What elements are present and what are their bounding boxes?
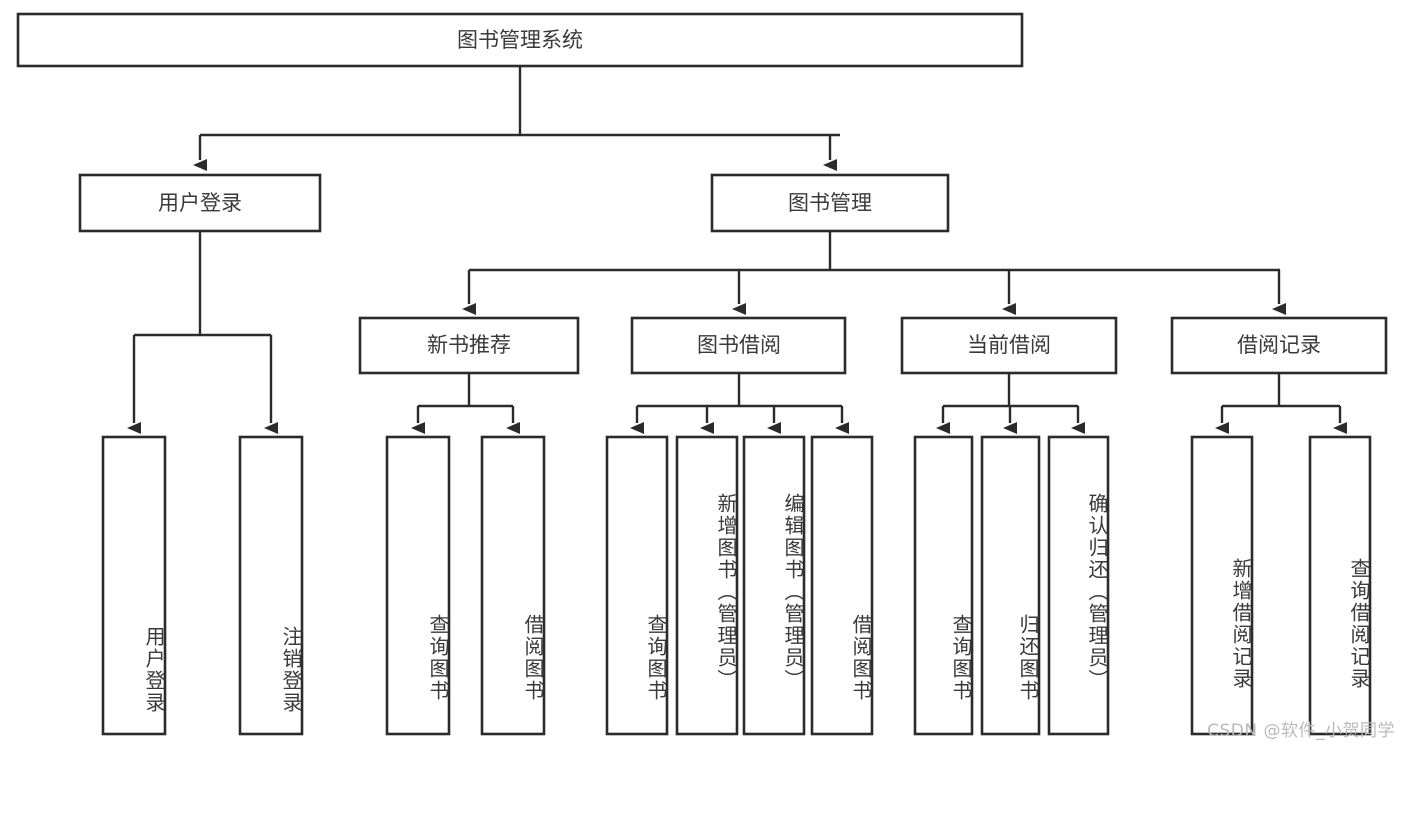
node-current-borrow-label: 当前借阅 [967,333,1051,357]
node-new-book-recommend[interactable]: 新书推荐 [358,316,580,375]
connector-group-new-book-recommend [411,373,520,434]
connector-group-book-borrow [630,373,849,434]
leaf-box-query-book-3[interactable] [913,435,974,736]
node-user-login[interactable]: 用户登录 [78,173,322,233]
leaf-box-query-book-2[interactable] [605,435,669,736]
connector-group-borrow-record [1215,373,1347,434]
connector-group-current-borrow [936,373,1085,434]
node-borrow-record[interactable]: 借阅记录 [1170,316,1388,375]
leaf-box-edit-book[interactable] [742,435,806,736]
node-new-book-recommend-label: 新书推荐 [427,333,511,357]
leaf-box-borrow-book-1[interactable] [480,435,546,736]
flowchart-svg: 图书管理系统 用户登录 图书管理 新书推荐 图书借阅 当前借阅 借阅记录 [16,12,1388,736]
leaf-box-add-record[interactable] [1190,435,1254,736]
node-book-borrow[interactable]: 图书借阅 [630,316,847,375]
leaf-box-confirm-return[interactable] [1047,435,1110,736]
leaf-box-borrow-book-2[interactable] [810,435,874,736]
node-book-manage[interactable]: 图书管理 [710,173,950,233]
node-current-borrow[interactable]: 当前借阅 [900,316,1118,375]
leaf-box-user-login[interactable] [101,435,167,736]
connector-group-user-login [127,231,278,434]
connector-group-root [193,66,840,171]
connector-group-book-manage [462,231,1286,315]
node-root-label: 图书管理系统 [457,28,583,52]
node-user-login-label: 用户登录 [158,191,242,215]
leaf-box-add-book[interactable] [675,435,739,736]
node-root[interactable]: 图书管理系统 [16,12,1024,68]
node-book-borrow-label: 图书借阅 [697,333,781,357]
leaf-box-return-book[interactable] [980,435,1041,736]
csdn-watermark: CSDN @软件_小贺同学 [1207,721,1395,741]
node-borrow-record-label: 借阅记录 [1237,333,1321,357]
leaf-boxes [101,435,1372,736]
leaf-box-query-record[interactable] [1308,435,1372,736]
leaf-box-query-book-1[interactable] [385,435,451,736]
leaf-box-logout[interactable] [238,435,304,736]
node-book-manage-label: 图书管理 [788,191,872,215]
diagram-canvas: 图书管理系统 用户登录 图书管理 新书推荐 图书借阅 当前借阅 借阅记录 [16,12,1395,741]
